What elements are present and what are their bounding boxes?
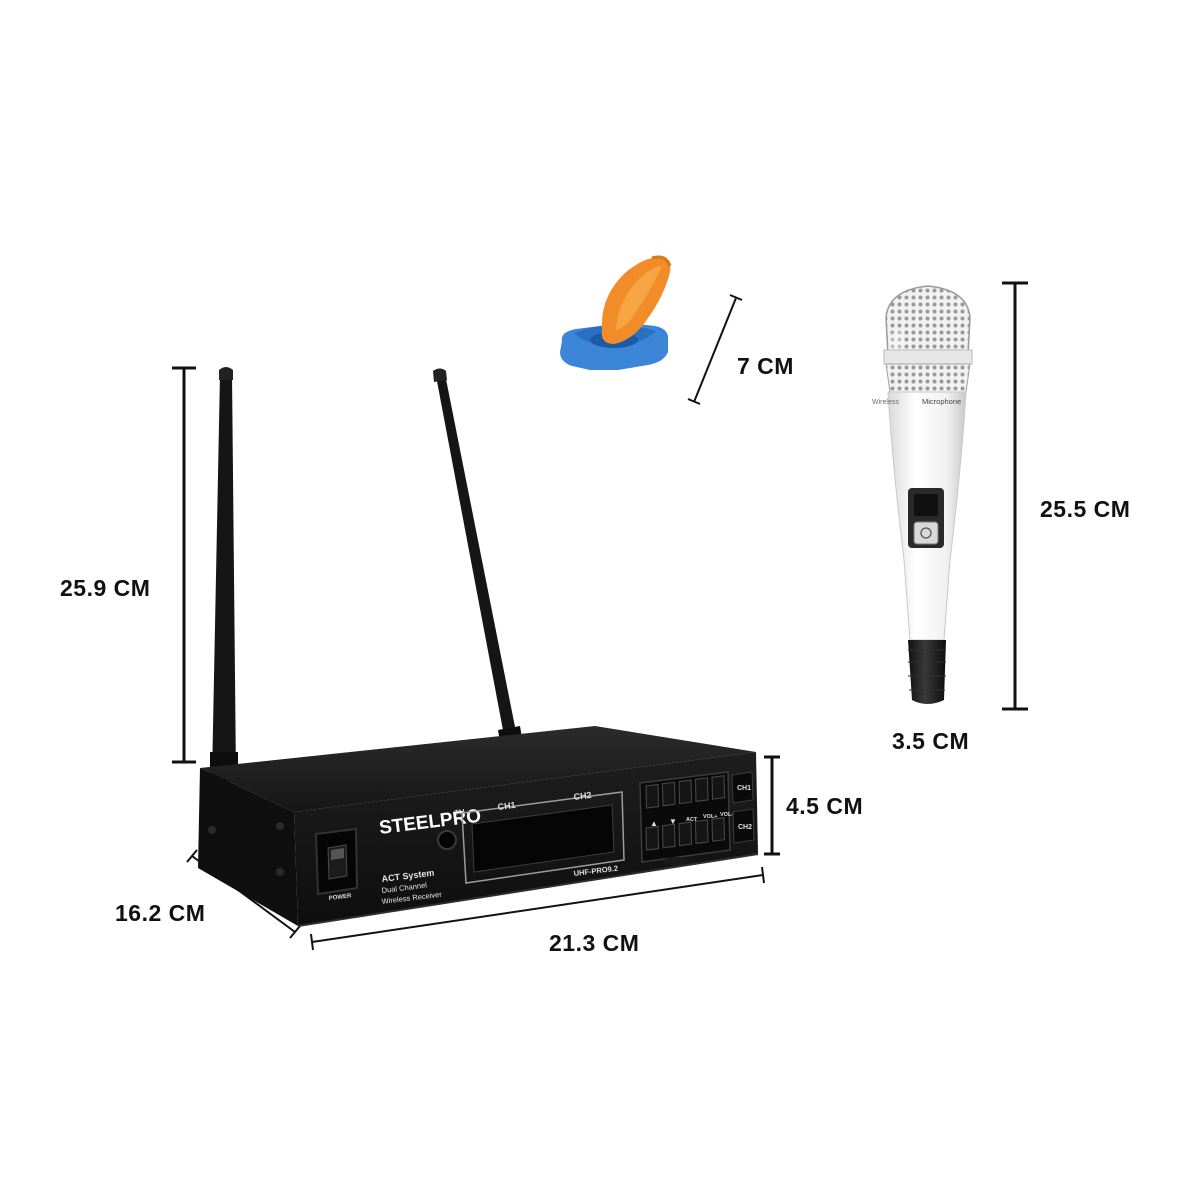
microphone-grip [908, 640, 946, 704]
button-grid [645, 775, 726, 851]
wireless-microphone: Wireless Microphone [872, 285, 973, 704]
receiver-height-label: 4.5 CM [786, 793, 864, 819]
button-label-vol-minus: VOL- [720, 812, 733, 818]
receiver-width-label: 21.3 CM [549, 930, 640, 956]
button-label-up: ▲ [650, 819, 658, 828]
receiver-top [200, 726, 756, 812]
power-label: POWER [329, 893, 353, 902]
mic-power-switch[interactable] [908, 488, 944, 548]
mic-print-right: Microphone [922, 397, 961, 406]
ch2-button[interactable] [732, 808, 755, 844]
control-button[interactable] [661, 823, 676, 849]
receiver-side [198, 768, 298, 926]
control-button[interactable] [711, 775, 726, 800]
control-button[interactable] [694, 777, 709, 802]
control-button[interactable] [678, 821, 693, 847]
ch2-button-label: CH2 [738, 824, 752, 831]
button-label-down: ▼ [669, 817, 677, 826]
antenna-height-dimension-line [172, 366, 196, 764]
antenna-height-label: 25.9 CM [60, 575, 151, 601]
control-button[interactable] [678, 779, 693, 805]
microphone-clip [560, 255, 672, 370]
volume-knob[interactable] [437, 830, 457, 850]
control-button[interactable] [711, 817, 726, 842]
antenna-front [210, 367, 238, 782]
screw-icon [276, 822, 284, 830]
trademark-label: TM [454, 809, 465, 817]
clip-height-dimension-line [687, 294, 743, 405]
lcd-display [461, 791, 625, 884]
wireless-receiver: POWER STEELPRO TM ACT System Dual Channe… [198, 367, 759, 927]
ch1-button[interactable] [731, 771, 754, 804]
button-label-vol-plus: VOL+ [703, 814, 718, 820]
mic-length-label: 25.5 CM [1040, 496, 1131, 522]
screw-icon [208, 826, 216, 834]
control-button[interactable] [694, 819, 709, 844]
control-button[interactable] [645, 825, 660, 851]
receiver-width-dimension-line [310, 866, 765, 951]
power-icon [920, 527, 932, 539]
antenna-rear [433, 368, 524, 754]
clip-height-label: 7 CM [737, 353, 794, 379]
mic-length-dimension-line [1002, 281, 1028, 711]
screw-icon [276, 868, 284, 876]
control-button[interactable] [645, 783, 660, 809]
ch1-button-label: CH1 [737, 785, 751, 792]
control-button[interactable] [661, 781, 676, 807]
mic-print-left: Wireless [872, 399, 899, 406]
microphone-grille [885, 285, 971, 355]
mic-diameter-label: 3.5 CM [892, 728, 970, 754]
power-switch[interactable] [314, 827, 359, 896]
button-label-act: ACT [686, 817, 698, 823]
receiver-depth-label: 16.2 CM [115, 900, 206, 926]
display-ch1-label: CH1 [497, 800, 516, 812]
receiver-height-dimension-line [764, 755, 780, 856]
display-ch2-label: CH2 [573, 790, 592, 802]
